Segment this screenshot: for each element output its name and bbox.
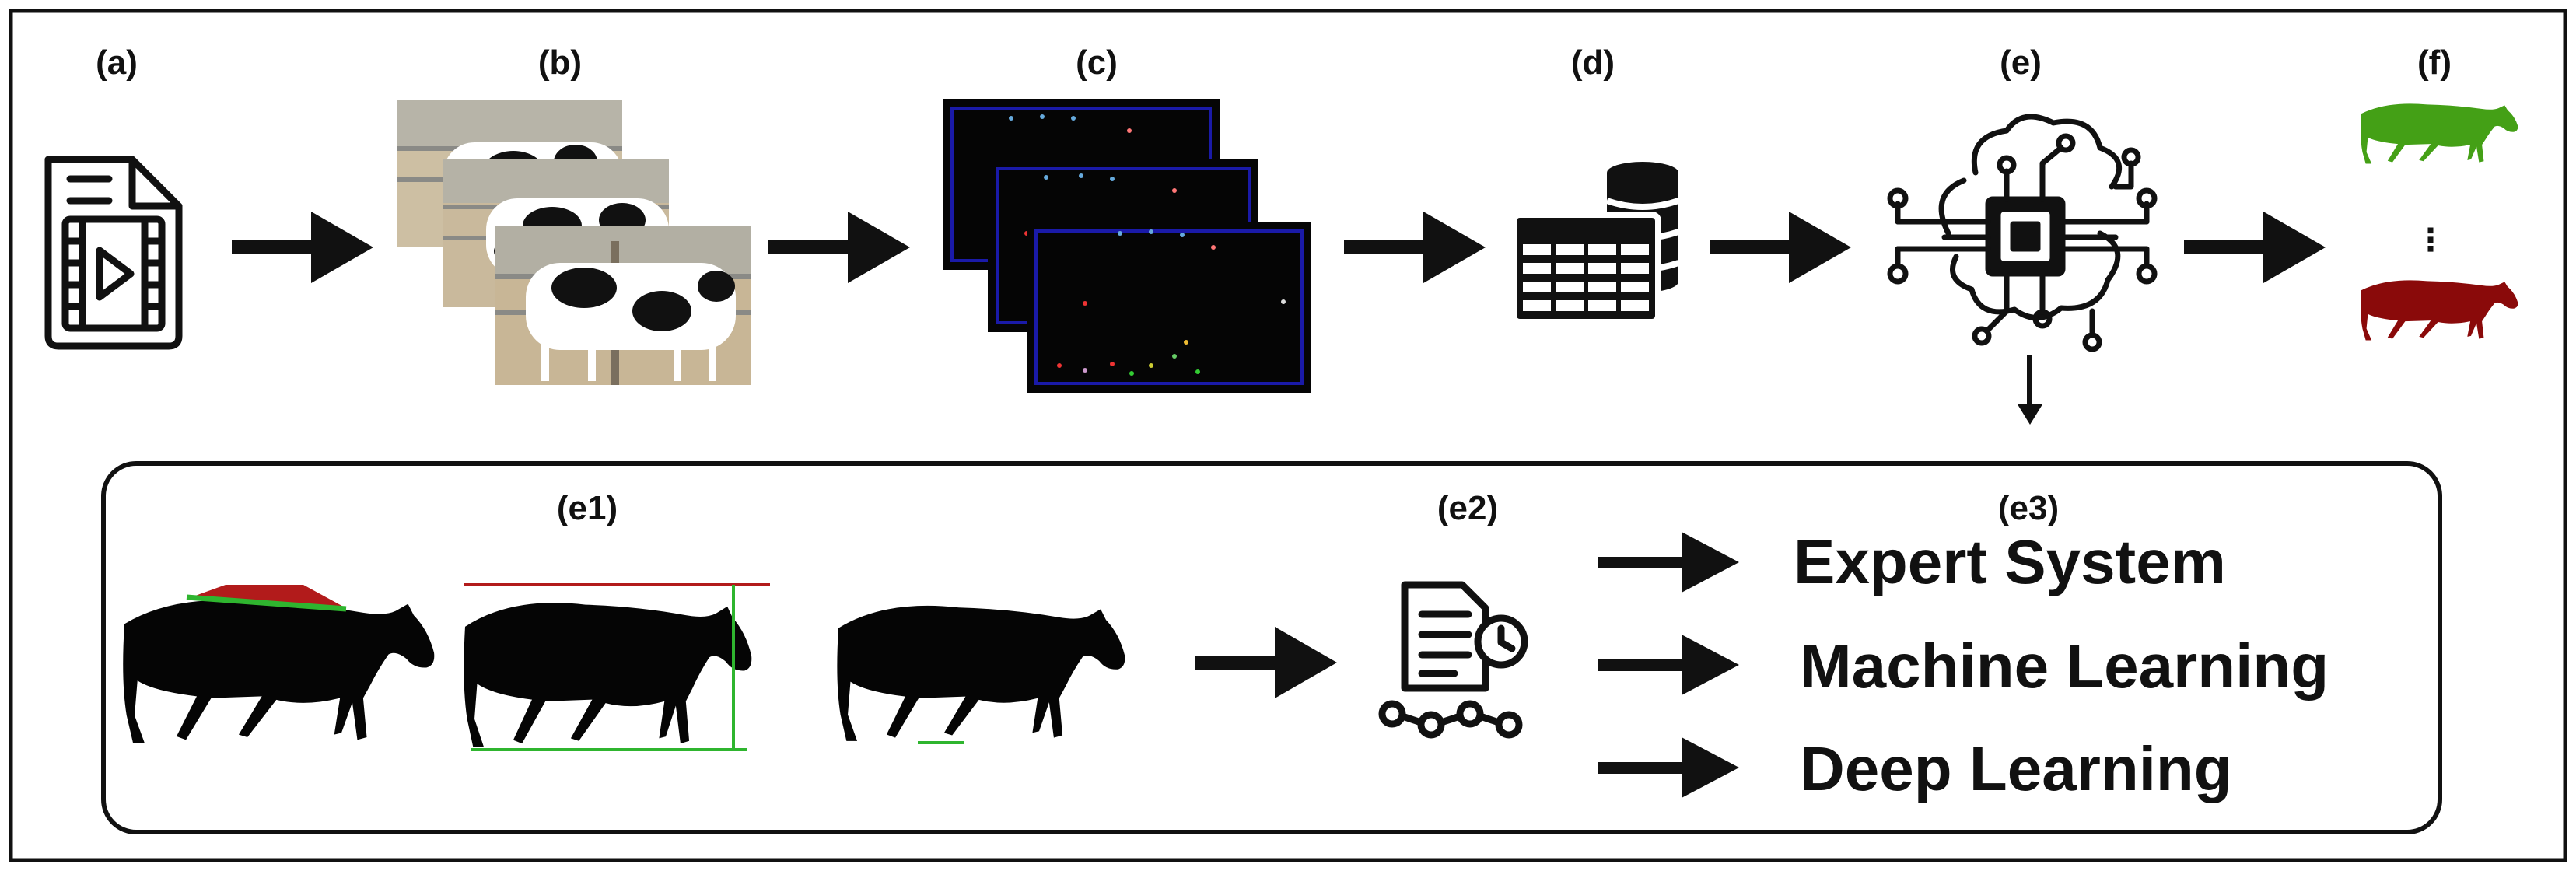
method-deep-learning: Deep Learning [1800, 734, 2232, 803]
lame-cow-icon [2361, 280, 2518, 341]
arrow-e-down [2018, 355, 2042, 425]
stage-a-label: (a) [96, 44, 138, 82]
sub-stage-e1-label: (e1) [557, 489, 618, 527]
stage-c-label: (c) [1076, 44, 1118, 82]
sub-stage-e3-label: (e3) [1998, 489, 2059, 527]
stage-e-label: (e) [2000, 44, 2042, 82]
method-expert-system: Expert System [1794, 527, 2226, 596]
cow-classification-icon [2361, 103, 2518, 341]
keypoint-frames-icon [943, 99, 1311, 393]
method-arrow-1 [1598, 532, 1739, 593]
sub-stage-e2-label: (e2) [1437, 489, 1498, 527]
stage-b-label: (b) [538, 44, 582, 82]
method-arrow-3 [1598, 737, 1739, 798]
analysis-panel [101, 461, 2442, 834]
database-table-icon [1510, 162, 1680, 325]
outer-frame [9, 9, 2567, 862]
cow-silhouette-2 [464, 603, 752, 747]
method-machine-learning: Machine Learning [1800, 631, 2329, 701]
healthy-cow-icon [2361, 103, 2518, 164]
stage-d-label: (d) [1571, 44, 1615, 82]
cow-silhouette-1 [123, 600, 435, 743]
arrow-d-e [1710, 212, 1851, 283]
feature-document-icon [1378, 581, 1528, 739]
video-file-icon [44, 156, 183, 350]
arrow-e-f [2184, 212, 2326, 283]
cow-silhouette-measurement-icon [123, 583, 1125, 751]
cow-silhouette-3 [837, 605, 1125, 741]
stage-f-label: (f) [2417, 44, 2452, 82]
class-ellipsis: ⋮ [2415, 223, 2446, 257]
arrow-c-d [1344, 212, 1486, 283]
ai-chip-brain-icon [1887, 114, 2158, 352]
arrow-b-c [768, 212, 910, 283]
back-curve-line [186, 594, 347, 612]
method-arrow-2 [1598, 635, 1739, 695]
video-frames-icon [397, 100, 751, 385]
arrow-a-b [232, 212, 373, 283]
arrow-e1-e2 [1195, 627, 1337, 698]
